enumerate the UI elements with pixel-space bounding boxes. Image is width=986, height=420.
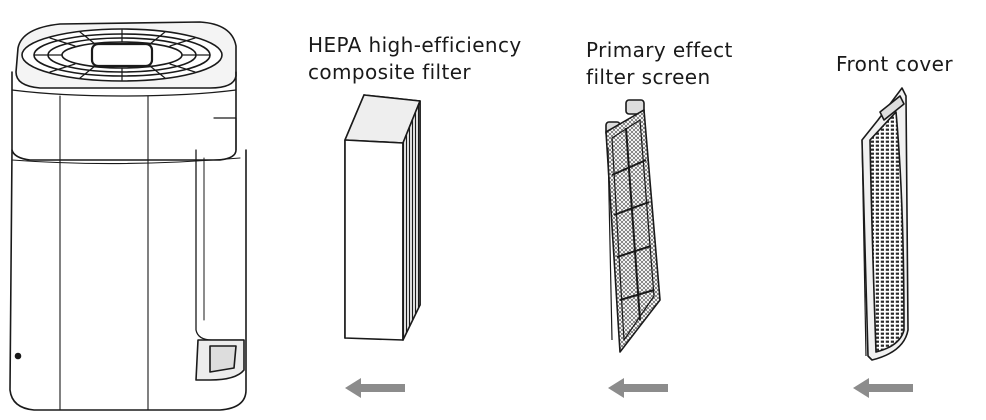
left-arrow-icon [608,378,668,398]
primary-filter-label: Primary effect filter screen [586,38,733,89]
hepa-filter-label: HEPA high-efficiency composite filter [308,33,522,84]
front-cover-label: Front cover [836,52,953,76]
left-arrow-icon [853,378,913,398]
left-arrow-icon [345,378,405,398]
